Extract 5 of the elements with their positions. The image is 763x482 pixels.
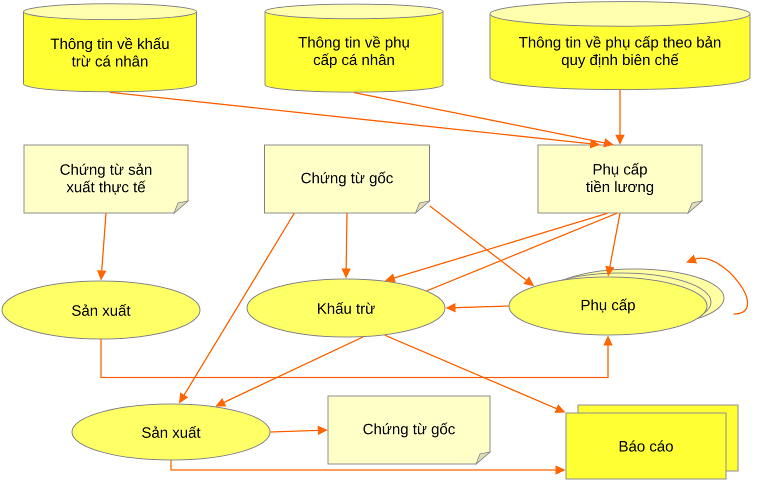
- database-cylinder: Thông tin về phụ cấp theo bản quy định biên chế: [490, 1, 750, 90]
- database-cylinder: Thông tin về phụ cấp cá nhân: [264, 4, 444, 93]
- stacked-ellipses: Phụ cấp: [508, 268, 724, 336]
- database-cylinder: Thông tin về khấu trừ cá nhân: [23, 3, 197, 92]
- report-stack: Báo cáo: [566, 404, 738, 480]
